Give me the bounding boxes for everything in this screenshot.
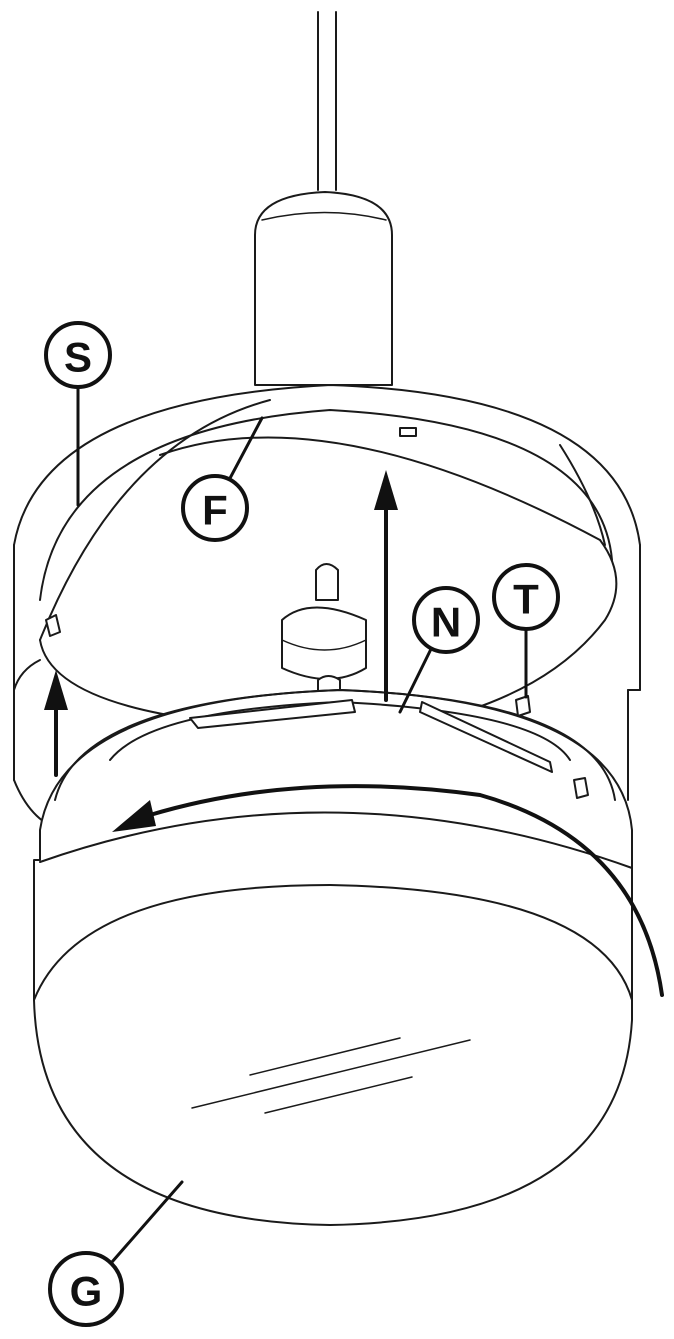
callout-n: N xyxy=(412,586,480,654)
arrow-up-center xyxy=(374,470,398,702)
callout-f-label: F xyxy=(202,487,228,534)
center-hub xyxy=(281,563,367,701)
callout-s: S xyxy=(44,321,112,389)
callout-t-label: T xyxy=(513,576,539,623)
leader-g xyxy=(110,1180,184,1264)
motor-cylinder xyxy=(254,191,393,386)
arrow-up-left xyxy=(44,670,68,777)
base-g xyxy=(33,689,633,1226)
bowl-s xyxy=(13,384,641,831)
callout-t: T xyxy=(492,563,560,631)
callout-g: G xyxy=(48,1251,124,1327)
callout-s-label: S xyxy=(64,334,92,381)
shaft xyxy=(317,11,337,191)
leader-n xyxy=(398,645,434,714)
leader-f xyxy=(226,416,264,484)
callout-f: F xyxy=(181,474,249,542)
arrow-rotate xyxy=(112,784,664,997)
callout-g-label: G xyxy=(70,1268,103,1315)
callout-n-label: N xyxy=(431,599,461,646)
